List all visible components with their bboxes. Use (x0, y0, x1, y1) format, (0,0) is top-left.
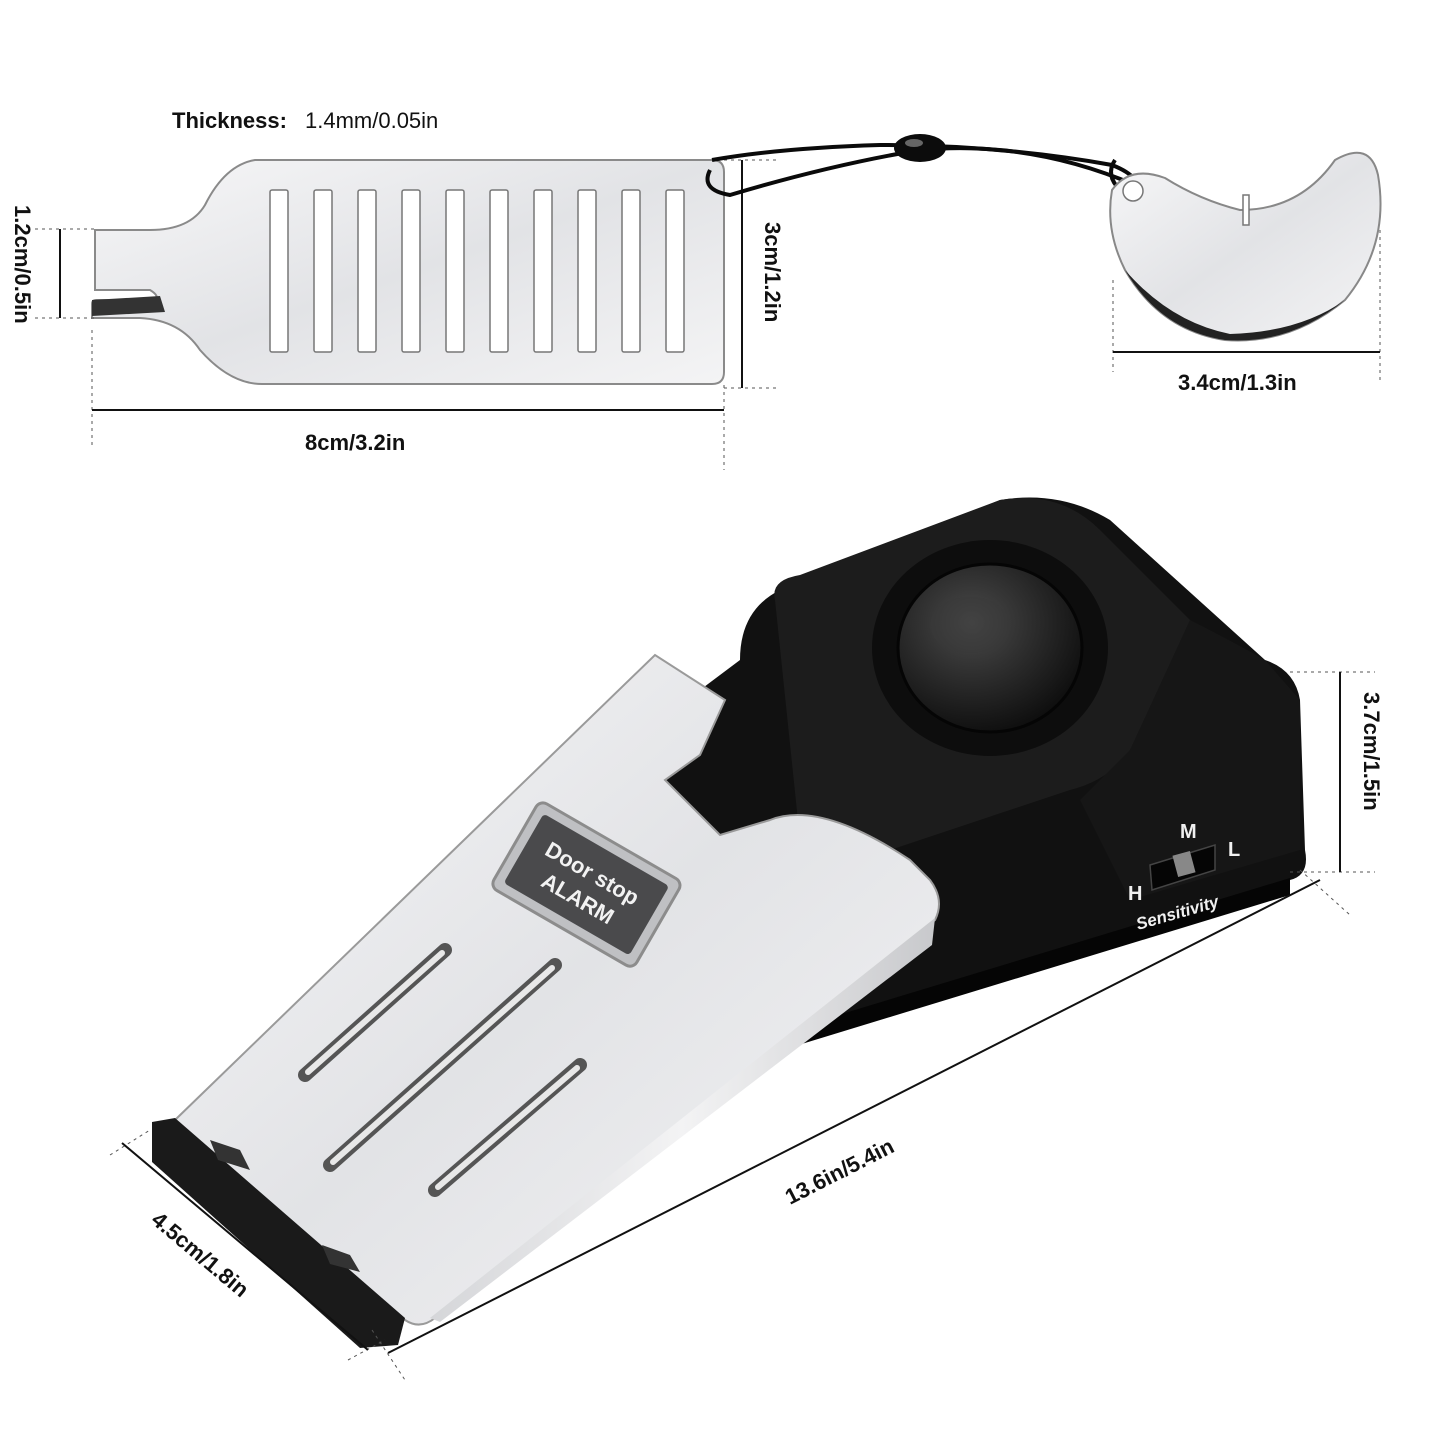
card-width-label: 8cm/3.2in (305, 430, 405, 455)
alarm-height-label: 3.7cm/1.5in (1359, 692, 1384, 811)
thickness-label: Thickness: (172, 108, 287, 133)
alarm-length-line (387, 879, 1321, 1354)
tag-width-label: 3.4cm/1.3in (1178, 370, 1297, 395)
switch-m: M (1180, 821, 1197, 843)
card-tab-label: 1.2cm/0.5in (10, 205, 35, 324)
alarm-width-line (121, 1142, 369, 1351)
sensitivity-switch[interactable] (1149, 843, 1216, 892)
thickness-value: 1.4mm/0.05in (305, 108, 438, 133)
plate-foot (152, 1118, 405, 1348)
door-stop-alarm: Door stop ALARM H M L Sensitivity (152, 497, 1306, 1348)
cord-bead (894, 134, 946, 162)
door-stop-badge: Door stop ALARM (491, 801, 682, 968)
key-card (91, 159, 725, 385)
card-height-label: 3cm/1.2in (760, 222, 785, 322)
crescent-tag (1109, 151, 1382, 342)
switch-l: L (1228, 839, 1240, 861)
switch-h: H (1128, 883, 1142, 905)
card-slots (269, 189, 685, 353)
